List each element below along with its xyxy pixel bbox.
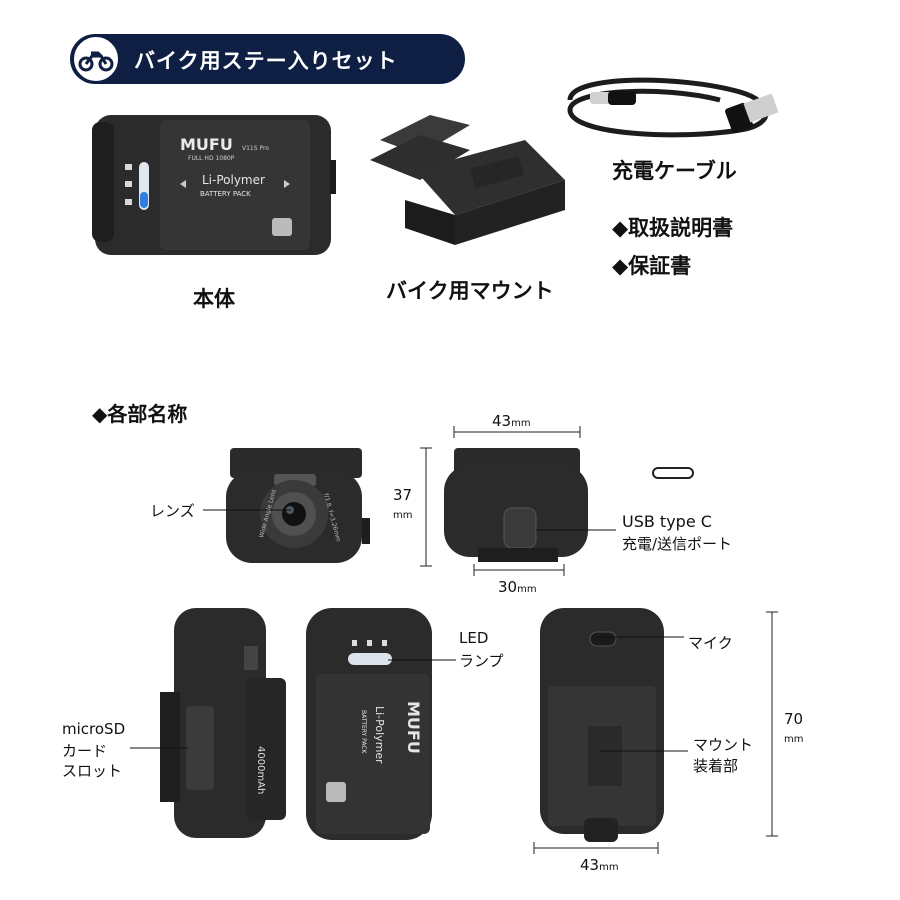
side-battery-line1: Li-Polymer bbox=[373, 706, 386, 764]
cable-label: 充電ケーブル bbox=[612, 159, 737, 183]
header-banner bbox=[70, 34, 465, 84]
dim-width-back: 43mm bbox=[580, 856, 619, 874]
camera-top-view-image bbox=[420, 426, 588, 576]
led-label-1: LED bbox=[459, 629, 489, 647]
battery-line2: BATTERY PACK bbox=[200, 190, 251, 198]
mic-label: マイク bbox=[688, 634, 733, 652]
capacity-text: 4000mAh bbox=[255, 746, 266, 794]
led-label-2: ランプ bbox=[459, 652, 504, 670]
camera-side-image: 4000mAh bbox=[160, 608, 286, 838]
body-label: 本体 bbox=[193, 287, 235, 311]
motorcycle-icon bbox=[72, 35, 120, 83]
camera-front-image: Wide Angle Lens f/1.8, f=3.26mm bbox=[226, 448, 370, 563]
back-dimension-lines bbox=[533, 611, 778, 854]
side-battery-line2: BATTERY PACK bbox=[360, 710, 367, 755]
parts-section-title: ◆各部名称 bbox=[92, 402, 188, 426]
camera-battery-view-image: MUFU Li-Polymer BATTERY PACK bbox=[306, 608, 432, 840]
camera-body-image: MUFU V11S Pro FULL HD 1080P Li-Polymer B… bbox=[92, 115, 336, 255]
lens-label: レンズ bbox=[150, 502, 195, 520]
sd-leader-line bbox=[130, 747, 188, 749]
usb-c-icon bbox=[652, 467, 694, 479]
lens-leader-line bbox=[203, 509, 291, 511]
side-brand: MUFU bbox=[404, 701, 423, 754]
camera-back-image bbox=[540, 608, 664, 842]
mount-part-leader-line bbox=[600, 750, 688, 752]
sd-label-1: microSD bbox=[62, 720, 126, 738]
mic-leader-line bbox=[596, 636, 684, 638]
sd-label-2: カード bbox=[62, 742, 108, 760]
usb-label-2: 充電/送信ポート bbox=[622, 535, 733, 553]
dim-port-width: 30mm bbox=[498, 578, 537, 596]
sd-label-3: スロット bbox=[62, 762, 123, 780]
device-fullhd: FULL HD 1080P bbox=[188, 155, 235, 162]
battery-line1: Li-Polymer bbox=[202, 173, 265, 187]
mount-part-label-2: 装着部 bbox=[693, 757, 739, 775]
led-leader-line bbox=[388, 659, 456, 661]
mount-part-label-1: マウント bbox=[693, 736, 754, 754]
warranty-label: ◆保証書 bbox=[612, 254, 692, 278]
header-title: バイク用ステー入りセット bbox=[134, 49, 398, 73]
dim-width-top: 43mm bbox=[492, 412, 531, 430]
mount-label: バイク用マウント bbox=[386, 279, 554, 303]
usb-label-1: USB type C bbox=[622, 512, 712, 531]
usb-leader-line bbox=[536, 529, 616, 531]
charging-cable-image bbox=[567, 77, 779, 138]
device-model: V11S Pro bbox=[242, 145, 269, 152]
manual-label: ◆取扱説明書 bbox=[612, 216, 734, 240]
device-brand: MUFU bbox=[180, 135, 233, 154]
bike-mount-image bbox=[370, 115, 565, 245]
